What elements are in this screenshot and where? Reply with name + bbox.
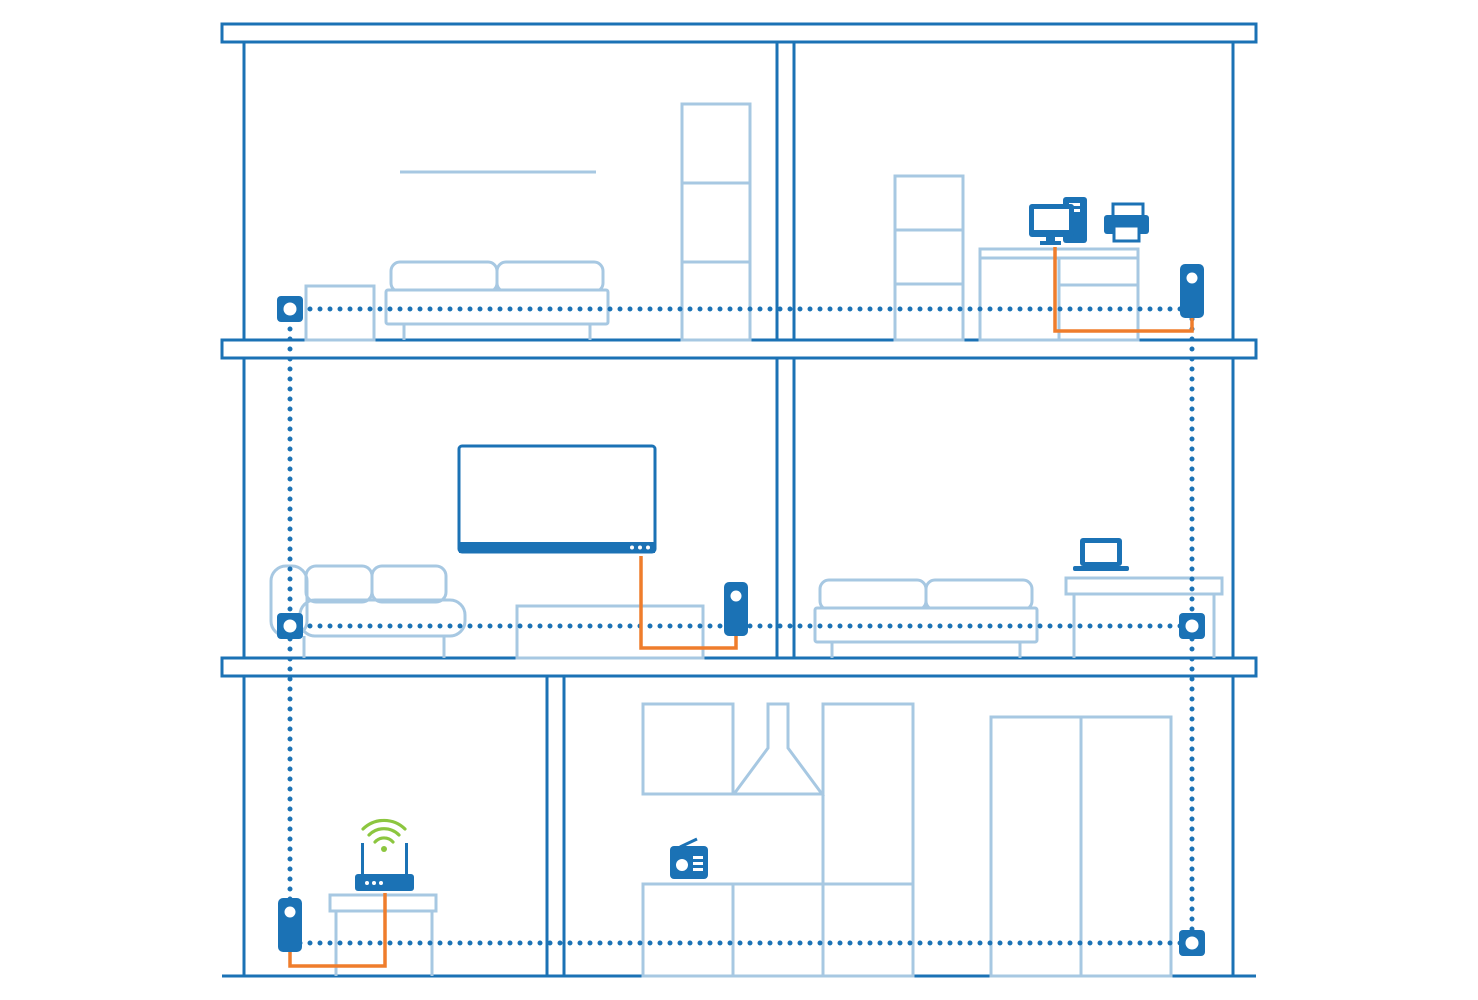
powerline-adapter-icon	[724, 582, 748, 636]
tv-cabinet	[515, 604, 705, 660]
interior-wall-ground	[545, 674, 566, 978]
ethernet-cable-computer	[1053, 247, 1194, 333]
powerline-socket-icon	[1179, 613, 1205, 639]
upper-cabinet	[641, 702, 735, 796]
furniture	[269, 102, 1224, 978]
router-table	[328, 893, 438, 976]
sofa-middle-right	[813, 578, 1039, 658]
interior-wall-top	[775, 40, 796, 342]
desktop-computer-icon	[1029, 197, 1087, 245]
desk	[978, 247, 1140, 342]
bookshelf	[893, 174, 965, 342]
powerline-socket-icon	[277, 296, 303, 322]
extractor-hood	[731, 702, 825, 796]
bookshelf	[680, 102, 752, 342]
television-icon	[457, 444, 657, 554]
floor-slab-middle	[220, 656, 1258, 678]
powerline-socket-icon	[277, 613, 303, 639]
powerline-socket-icon	[1179, 930, 1205, 956]
interior-wall-middle	[775, 356, 796, 660]
laptop-icon	[1073, 538, 1129, 571]
powerline-adapter-icon	[278, 898, 302, 952]
roof-slab	[220, 22, 1258, 44]
ethernet-cable-tv	[639, 556, 738, 650]
sofa-middle-left	[269, 564, 467, 658]
kitchen	[641, 702, 1173, 978]
ethernet-cable-router	[288, 893, 387, 968]
house-structure	[220, 22, 1258, 978]
sofa-top-floor	[384, 260, 610, 340]
wifi-signal-icon	[361, 818, 407, 852]
wall-sockets	[277, 296, 1205, 956]
console-table	[1064, 576, 1224, 658]
floor-slab-upper	[220, 338, 1258, 360]
base-cabinets	[641, 882, 915, 978]
printer-icon	[1104, 202, 1149, 243]
side-table	[304, 284, 376, 342]
fridge	[989, 715, 1173, 978]
powerline-adapters	[278, 264, 1204, 952]
wifi-router-icon	[355, 843, 414, 891]
powerline-adapter-icon	[1180, 264, 1204, 318]
tall-cabinet	[821, 702, 915, 886]
radio-icon	[670, 837, 708, 879]
ethernet-cables	[288, 247, 1194, 968]
